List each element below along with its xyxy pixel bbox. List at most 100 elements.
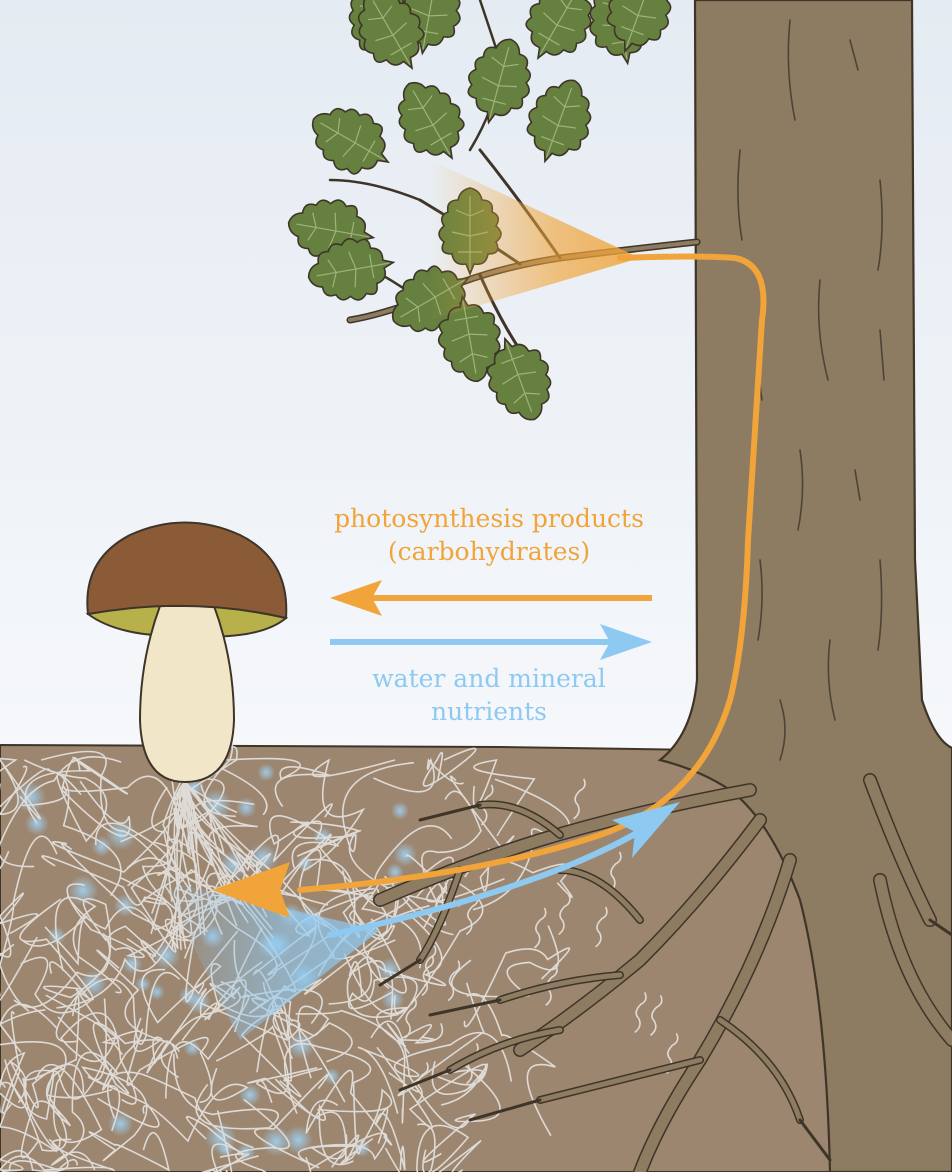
oak-leaf [311, 107, 390, 175]
water-droplet [24, 811, 49, 836]
tree-roots [373, 773, 952, 1172]
hypha [50, 1051, 120, 1171]
hypha [295, 1009, 406, 1124]
hypha [88, 1131, 170, 1172]
oak-leaf [606, 0, 672, 54]
hypha [60, 757, 131, 837]
legend-carbohydrate-arrow [330, 580, 652, 616]
fungal-hyphae-network [0, 735, 679, 1172]
hypha [205, 803, 333, 935]
hypha [23, 1059, 106, 1150]
hypha [226, 757, 332, 808]
legend-water-arrow [330, 624, 652, 660]
hypha [54, 896, 122, 994]
hypha [0, 756, 122, 868]
water-label-line2: nutrients [431, 697, 547, 726]
hypha [1, 1158, 79, 1172]
hypha [317, 1088, 393, 1165]
hypha [609, 851, 622, 893]
carbohydrate-glow [430, 160, 640, 320]
hypha [181, 1002, 301, 1041]
oak-leaf [307, 237, 396, 301]
oak-leaf [526, 79, 592, 164]
hypha [634, 992, 647, 1034]
hypha [173, 1053, 279, 1130]
hypha [215, 1025, 290, 1104]
carbohydrate-label: photosynthesis products (carbohydrates) [300, 502, 678, 568]
hypha [573, 778, 586, 820]
hypha [8, 1059, 85, 1109]
hypha [0, 1051, 26, 1163]
hypha [463, 947, 571, 1028]
hypha [21, 775, 190, 854]
water-droplet [135, 976, 152, 993]
hypha [0, 1079, 68, 1152]
mushroom-stem [138, 605, 236, 784]
hypha [421, 955, 435, 997]
hypha [254, 1073, 356, 1169]
water-droplet [393, 842, 418, 867]
hypha [56, 884, 192, 1009]
hypha [200, 1143, 259, 1172]
hypha [22, 915, 89, 966]
hypha [373, 757, 464, 793]
water-droplet [107, 1111, 134, 1137]
carbohydrate-transport-path [297, 253, 767, 893]
water-droplet [390, 801, 410, 820]
hypha [649, 994, 663, 1036]
hypha [151, 781, 187, 914]
water-arrowhead [612, 802, 680, 858]
hypha [87, 1076, 160, 1132]
hypha [0, 1003, 58, 1053]
hypha [51, 839, 192, 893]
hypha [290, 821, 362, 857]
hypha [20, 956, 92, 1014]
water-droplet [121, 953, 143, 975]
water-droplet [238, 1083, 262, 1107]
hypha [433, 1063, 489, 1106]
oak-leaf [357, 0, 425, 70]
hypha [59, 1012, 137, 1105]
hypha [417, 1123, 482, 1172]
hypha [216, 1110, 244, 1172]
hypha [142, 1067, 249, 1143]
hypha [79, 971, 181, 1045]
hypha [176, 781, 186, 950]
hypha [106, 1071, 254, 1149]
carbohydrate-label-line1: photosynthesis products [334, 504, 644, 533]
hypha [40, 750, 174, 879]
hypha [305, 1069, 393, 1146]
hypha [341, 870, 396, 990]
hypha [421, 790, 482, 904]
mushroom-cap [86, 521, 288, 620]
hypha [45, 994, 142, 1091]
hypha [404, 997, 417, 1039]
hypha [41, 855, 174, 959]
hypha [13, 898, 112, 1008]
hypha [43, 933, 111, 1043]
hypha [465, 894, 479, 936]
oak-leaf [486, 336, 552, 421]
hypha [308, 1132, 388, 1171]
hypha [284, 1042, 372, 1155]
hypha [235, 1098, 312, 1172]
hypha [376, 1046, 487, 1129]
hypha [343, 953, 410, 1054]
oak-leaf [525, 0, 593, 60]
hypha [0, 835, 58, 1012]
hypha [274, 1078, 360, 1168]
hypha [185, 1115, 250, 1172]
hypha [303, 758, 396, 872]
hypha [558, 894, 571, 936]
hypha [447, 960, 461, 1002]
hypha [269, 815, 340, 869]
hypha [178, 781, 262, 901]
carbohydrate-arrowhead [212, 862, 290, 918]
hypha [19, 898, 124, 1056]
water-droplet [105, 818, 137, 851]
water-transport-path [327, 815, 663, 938]
hypha [140, 939, 205, 1024]
hypha [533, 907, 547, 949]
hypha [0, 1138, 69, 1172]
hypha [422, 747, 477, 787]
